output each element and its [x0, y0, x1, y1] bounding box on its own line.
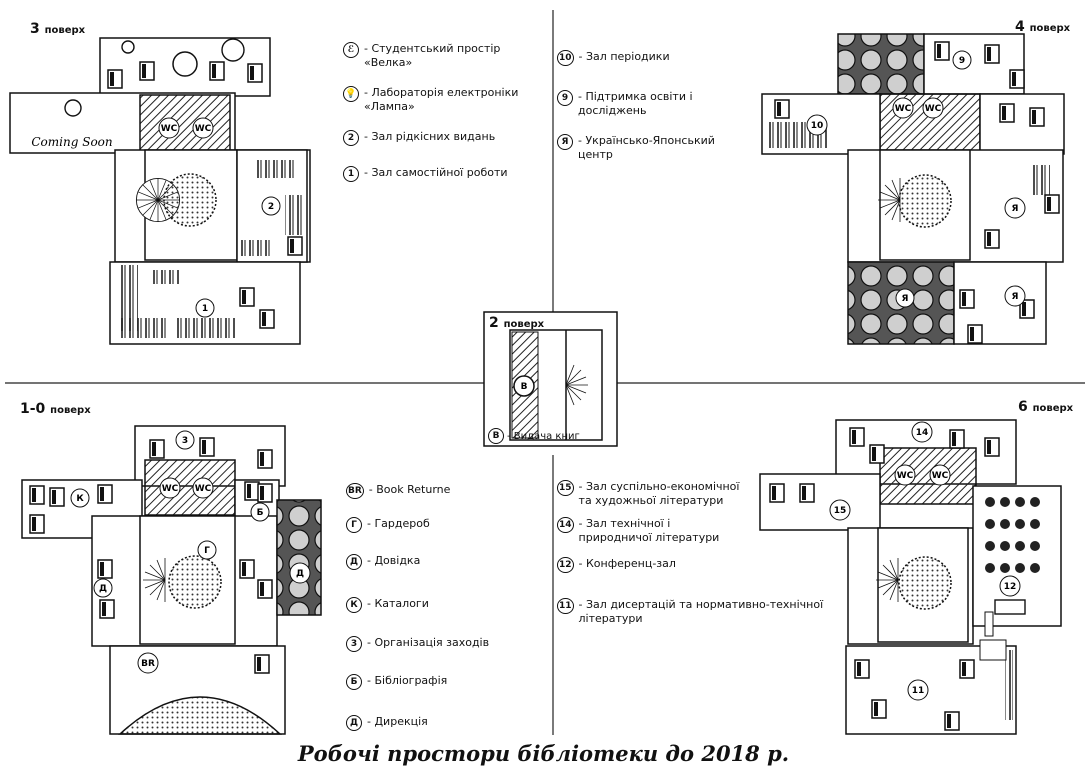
floor-1-0-label: 1-0 поверх	[20, 401, 91, 417]
legend-text: - Гардероб	[367, 517, 430, 530]
legend-item: 10 - Зал періодики	[557, 50, 747, 66]
legend-symbol: В	[488, 428, 504, 444]
floor-4-label: 4 поверх	[1015, 19, 1071, 35]
legend-item: 12 - Конференц-зал	[557, 557, 747, 573]
legend-text: - Дирекція	[367, 715, 428, 728]
legend-symbol: 💡	[343, 86, 359, 102]
legend-item: Б - Бібліографія	[346, 674, 536, 690]
wc-mark: WC	[925, 104, 942, 114]
legend-item: 3 - Організація заходів	[346, 636, 536, 652]
floor-6-marks: WC WC 14 15 12 11	[829, 421, 1021, 701]
legend-symbol: 10	[557, 50, 574, 66]
room-10-mark: 10	[811, 121, 824, 131]
legend-symbol: 3	[346, 636, 362, 652]
legend-item: 14- Зал технічної і природничої літерату…	[557, 517, 747, 545]
legend-symbol: ℰ	[343, 42, 359, 58]
room-14-mark: 14	[916, 428, 929, 438]
legend-item: 15- Зал суспільно-економічної та художнь…	[557, 480, 747, 508]
wc-mark: WC	[195, 484, 212, 494]
wc-mark: WC	[162, 484, 179, 494]
legend-item: Я - Українсько-Японський центр	[557, 134, 747, 162]
legend-symbol: 12	[557, 557, 574, 573]
legend-text: - Зал самостійної роботи	[364, 166, 508, 179]
wc-mark: WC	[932, 471, 949, 481]
legend-text: - Зал дисертацій та нормативно-технічної…	[578, 598, 824, 625]
room-ya-mark: Я	[1012, 292, 1019, 302]
legend-item: 11- Зал дисертацій та нормативно-технічн…	[557, 598, 842, 626]
legend-text: - Підтримка освіти і досліджень	[578, 90, 693, 117]
legend-text: - Бібліографія	[367, 674, 448, 687]
legend-text: - Конференц-зал	[578, 557, 676, 570]
legend-item: Д - Довідка	[346, 554, 536, 570]
legend-symbol: Я	[557, 134, 573, 150]
coming-soon-sign: Coming Soon	[31, 135, 112, 149]
legend-item: BR - Book Returne	[346, 483, 536, 499]
legend-symbol: Г	[346, 517, 362, 533]
legend-item: 💡 - Лабораторія електроніки «Лампа»	[343, 86, 533, 114]
floor-2-label: 2 поверх	[489, 315, 545, 331]
legend-symbol: К	[346, 597, 362, 613]
floor-1-0-marks: WC WC 3 К Б Г Д Д BR	[70, 430, 311, 674]
legend-symbol: Б	[346, 674, 362, 690]
wc-mark: WC	[895, 104, 912, 114]
room-d-mark: Д	[99, 584, 107, 594]
floor-4-marks: WC WC 9 10 Я Я Я	[806, 50, 1026, 308]
legend-text: - Видача книг	[507, 430, 580, 442]
legend-text: - Book Returne	[368, 483, 451, 496]
legend-text: - Зал рідкісних видань	[364, 130, 496, 143]
room-g-mark: Г	[204, 546, 210, 556]
room-3-mark: 3	[182, 436, 188, 446]
room-br-mark: BR	[141, 659, 155, 669]
legend-item: 1 - Зал самостійної роботи	[343, 166, 533, 182]
room-1-mark: 1	[202, 304, 208, 314]
legend-item: Г - Гардероб	[346, 517, 536, 533]
floor-3-furniture	[64, 38, 303, 338]
legend-text: - Українсько-Японський центр	[578, 134, 715, 161]
room-15-mark: 15	[834, 506, 847, 516]
legend-item: Д - Дирекція	[346, 715, 536, 731]
floor-6-furniture	[769, 427, 1040, 731]
legend-text: - Студентський простір «Велка»	[364, 42, 501, 69]
floor-2-plan	[483, 311, 618, 447]
legend-symbol: 11	[557, 598, 574, 614]
room-k-mark: К	[76, 494, 84, 504]
legend-symbol: 2	[343, 130, 359, 146]
legend-text: - Каталоги	[367, 597, 429, 610]
legend-symbol: 15	[557, 480, 574, 496]
wc-mark: WC	[161, 124, 178, 134]
legend-item: 9 - Підтримка освіти і досліджень	[557, 90, 747, 118]
floor-2-legend: В - Видача книг	[488, 428, 580, 444]
legend-text: - Лабораторія електроніки «Лампа»	[364, 86, 519, 113]
wc-mark: WC	[195, 124, 212, 134]
legend-symbol: Д	[346, 554, 362, 570]
legend-text: - Зал суспільно-економічної та художньої…	[578, 480, 740, 507]
legend-symbol: Д	[346, 715, 362, 731]
legend-symbol: 14	[557, 517, 574, 533]
room-12-mark: 12	[1004, 582, 1017, 592]
legend-text: - Довідка	[367, 554, 421, 567]
legend-text: - Зал технічної і природничої літератури	[578, 517, 720, 544]
legend-item: К - Каталоги	[346, 597, 536, 613]
legend-item: ℰ - Студентський простір «Велка»	[343, 42, 533, 70]
room-ya-mark: Я	[902, 294, 909, 304]
room-11-mark: 11	[912, 686, 925, 696]
floor-3-label: 3 поверх	[30, 21, 86, 37]
legend-symbol: BR	[346, 483, 364, 499]
legend-symbol: 1	[343, 166, 359, 182]
room-ya-mark: Я	[1012, 204, 1019, 214]
room-d-mark: Д	[296, 569, 304, 579]
room-b6-mark: Б	[257, 508, 264, 518]
legend-symbol: 9	[557, 90, 573, 106]
room-b-mark: В	[521, 382, 528, 392]
floor-3-marks: WC WC 2 1 Coming Soon	[31, 117, 281, 318]
room-9-mark: 9	[959, 56, 965, 66]
floor-6-label: 6 поверх	[1018, 399, 1074, 415]
room-2-mark: 2	[268, 202, 274, 212]
figure-caption: Робочі простори бібліотеки до 2018 р.	[297, 741, 790, 766]
legend-item: 2 - Зал рідкісних видань	[343, 130, 533, 146]
wc-mark: WC	[897, 471, 914, 481]
legend-text: - Організація заходів	[367, 636, 490, 649]
legend-text: - Зал періодики	[578, 50, 670, 63]
